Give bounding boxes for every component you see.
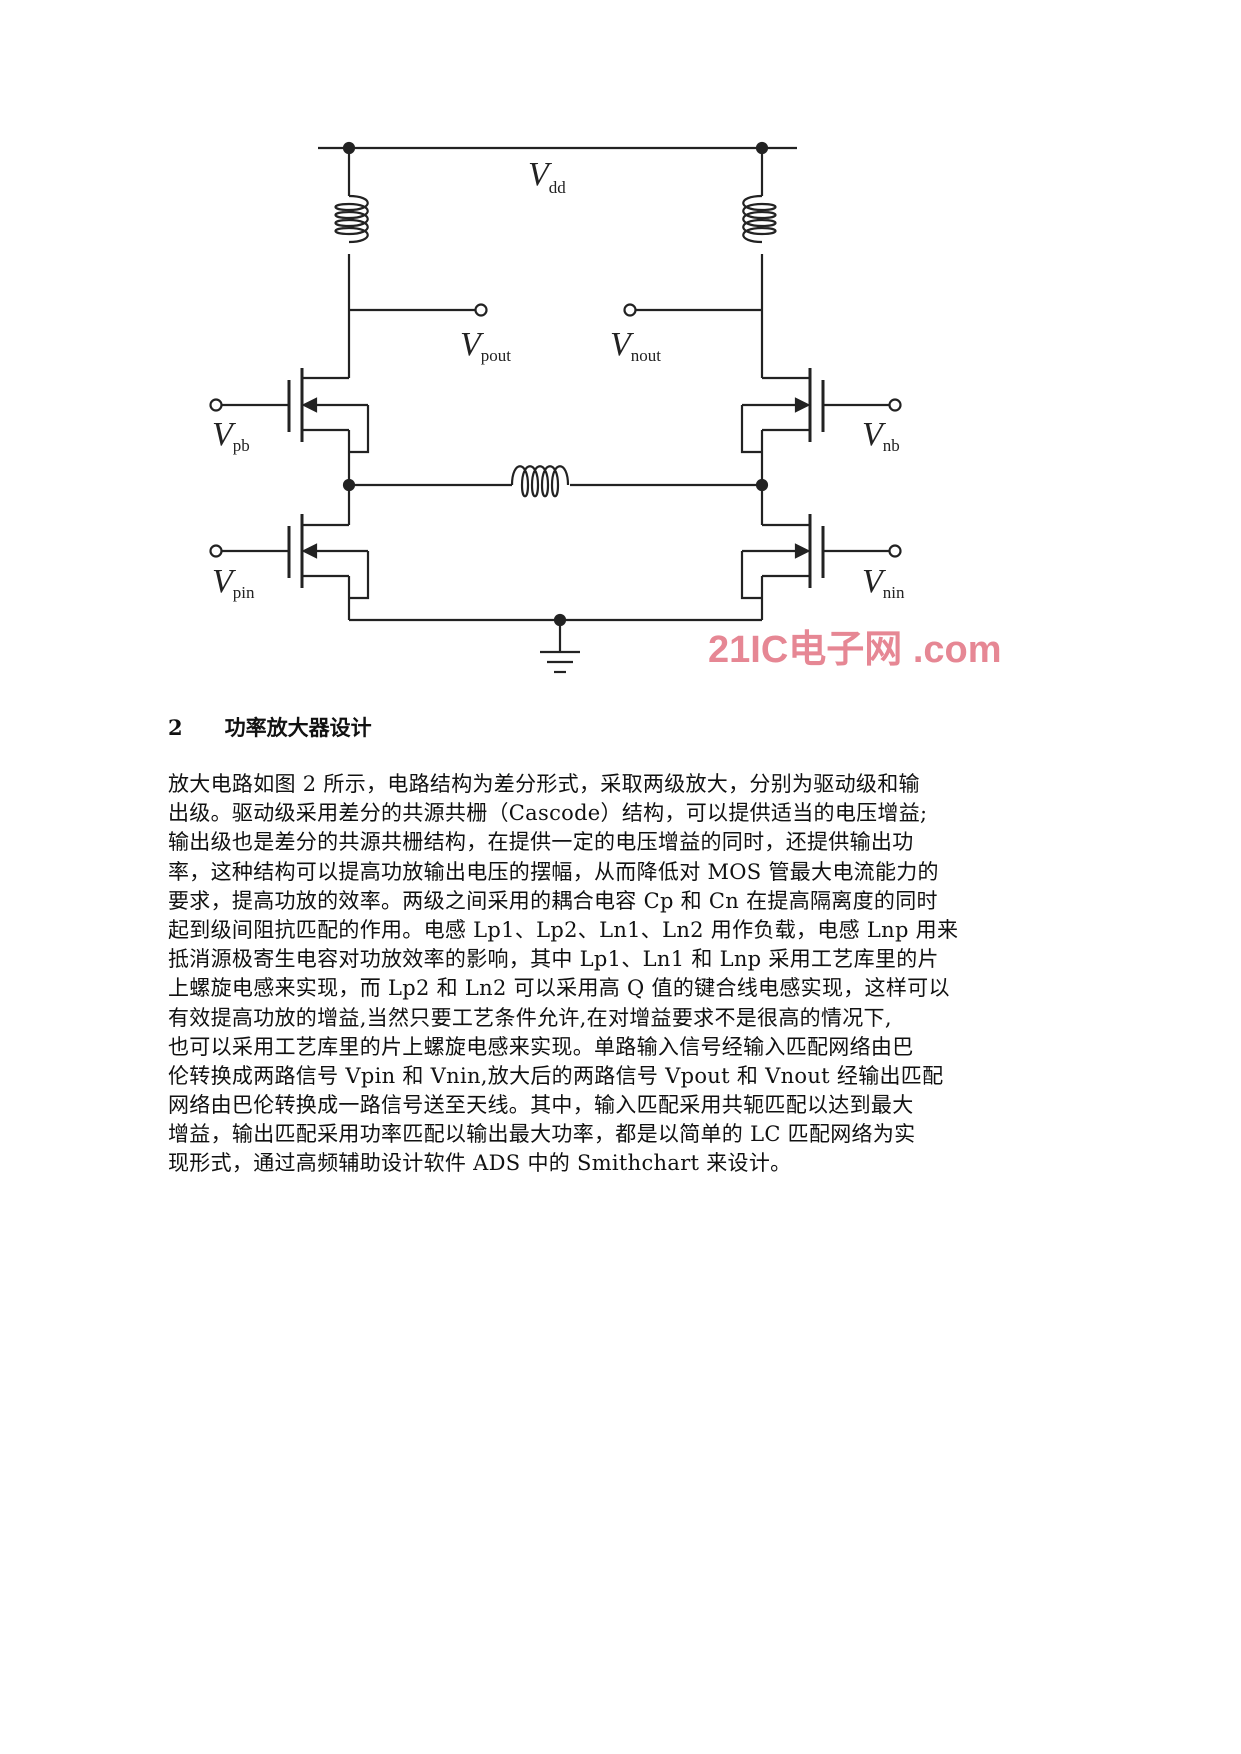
label-vnout: Vnout xyxy=(610,326,661,365)
label-vpout: Vpout xyxy=(460,326,511,365)
paragraph-line: 网络由巴伦转换成一路信号送至天线。其中，输入匹配采用共轭匹配以达到最大 xyxy=(168,1093,914,1118)
section-heading: 2 功率放大器设计 xyxy=(168,715,372,740)
paragraph-line: 现形式，通过高频辅助设计软件 ADS 中的 Smithchart 来设计。 xyxy=(168,1151,792,1176)
label-vnin: Vnin xyxy=(862,563,905,602)
paragraph-line: 增益，输出匹配采用功率匹配以输出最大功率，都是以简单的 LC 匹配网络为实 xyxy=(168,1122,916,1147)
label-vnb: Vnb xyxy=(862,416,900,455)
label-vpb: Vpb xyxy=(212,416,250,455)
paragraph-line: 抵消源极寄生电容对功放效率的影响，其中 Lp1、Ln1 和 Lnp 采用工艺库里… xyxy=(168,947,939,972)
vnout-terminal xyxy=(623,303,762,317)
paragraph-line: 有效提高功放的增益,当然只要工艺条件允许,在对增益要求不是很高的情况下, xyxy=(168,1005,892,1030)
inductor-middle xyxy=(342,465,769,498)
paragraph-line: 率，这种结构可以提高功放输出电压的摆幅，从而降低对 MOS 管最大电流能力的 xyxy=(168,859,939,884)
paragraph-line: 也可以采用工艺库里的片上螺旋电感来实现。单路输入信号经输入匹配网络由巴 xyxy=(168,1034,914,1059)
vpout-terminal xyxy=(349,303,488,317)
mosfet-right-upper xyxy=(740,368,902,525)
paragraph-line: 上螺旋电感来实现，而 Lp2 和 Ln2 可以采用高 Q 值的键合线电感实现，这… xyxy=(168,976,950,1001)
paragraph-line: 放大电路如图 2 所示，电路结构为差分形式，采取两级放大，分别为驱动级和输 xyxy=(168,772,920,796)
inductor-left-load xyxy=(334,148,369,378)
paragraph-line: 出级。驱动级采用差分的共源共栅（Cascode）结构，可以提供适当的电压增益; xyxy=(168,801,928,826)
label-vpin: Vpin xyxy=(212,563,255,602)
mosfet-left-lower xyxy=(209,514,370,620)
paragraph-line: 起到级间阻抗匹配的作用。电感 Lp1、Lp2、Ln1、Ln2 用作负载，电感 L… xyxy=(168,917,959,942)
paragraph-line: 输出级也是差分的共源共栅结构，在提供一定的电压增益的同时，还提供输出功 xyxy=(168,830,914,855)
watermark-logo: 21IC电子网 .com xyxy=(708,629,1002,671)
label-vdd: Vdd xyxy=(528,156,566,197)
cascode-amplifier-schematic: Vdd Vpout Vnout Vpb Vnb Vpin Vnin 21IC电子… xyxy=(209,141,1002,674)
mosfet-left-upper xyxy=(209,368,370,525)
vdd-rail xyxy=(318,141,797,155)
ground xyxy=(349,613,762,674)
paragraph-line: 伦转换成两路信号 Vpin 和 Vnin,放大后的两路信号 Vpout 和 Vn… xyxy=(168,1063,944,1088)
paragraph-line: 要求，提高功放的效率。两级之间采用的耦合电容 Cp 和 Cn 在提高隔离度的同时 xyxy=(168,888,938,913)
body-paragraph: 放大电路如图 2 所示，电路结构为差分形式，采取两级放大，分别为驱动级和输出级。… xyxy=(168,770,958,1179)
inductor-right-load xyxy=(742,148,777,378)
mosfet-right-lower xyxy=(740,514,902,620)
